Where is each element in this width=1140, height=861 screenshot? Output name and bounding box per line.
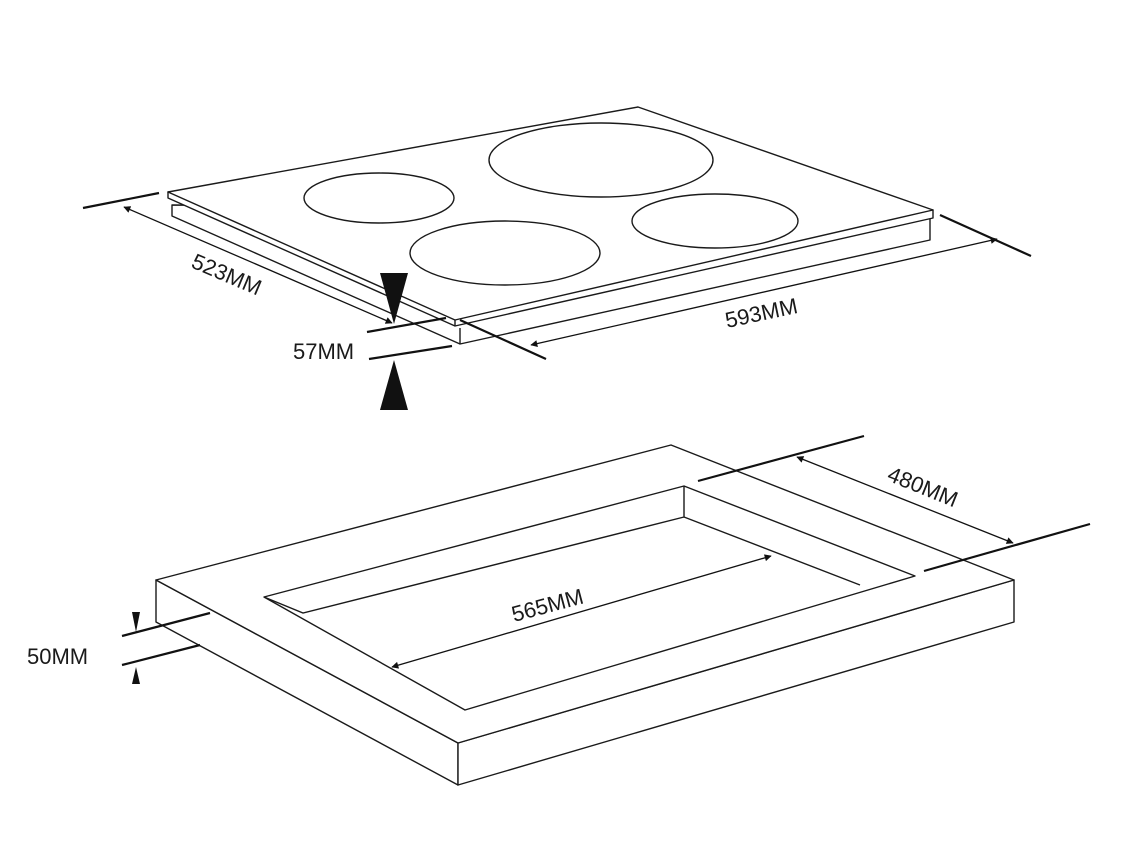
countertop-thickness-dimension: 50MM: [27, 611, 211, 684]
burner-front-left: [409, 220, 601, 286]
height-arrow-up-icon: [380, 360, 408, 410]
thickness-arrow-down-icon: [132, 612, 140, 632]
cooktop-height-dimension: 57MM: [293, 273, 453, 410]
countertop-thickness-label: 50MM: [27, 644, 88, 669]
height-arrow-down-icon: [380, 273, 408, 324]
cooktop-drawing: [167, 106, 934, 345]
thickness-arrow-up-icon: [132, 667, 140, 684]
countertop-drawing: [155, 444, 1015, 786]
cutout-depth-label: 480MM: [884, 461, 961, 512]
cooktop-height-label: 57MM: [293, 339, 354, 364]
cooktop-depth-label: 523MM: [188, 249, 265, 301]
burner-rear-right: [488, 122, 714, 198]
burner-front-right: [631, 193, 799, 249]
burner-rear-left: [303, 172, 455, 224]
